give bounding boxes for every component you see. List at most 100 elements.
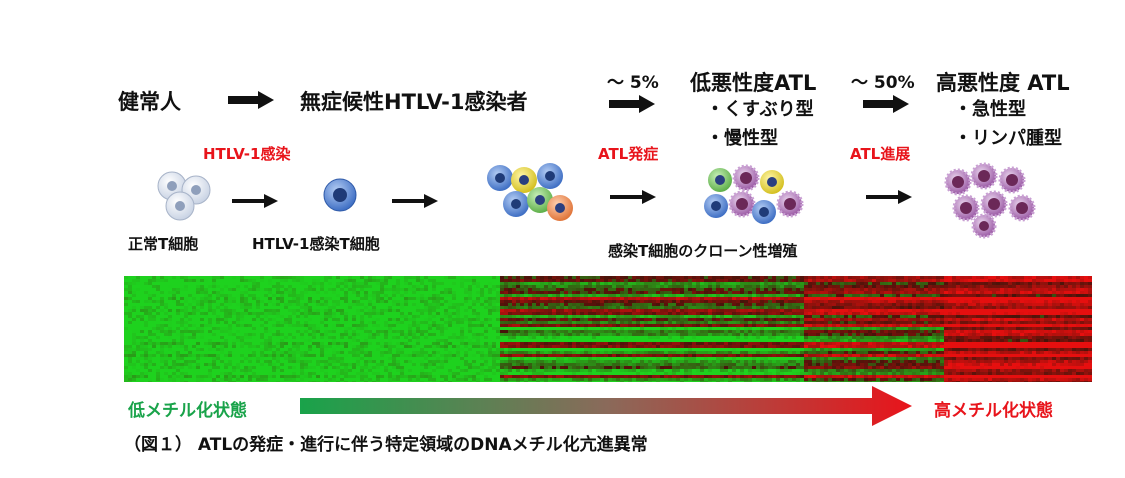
heatmap-cell — [396, 309, 401, 313]
heatmap-cell — [472, 279, 477, 283]
heatmap-cell — [308, 285, 313, 289]
heatmap-cell — [124, 333, 129, 337]
heatmap-cell — [360, 285, 365, 289]
heatmap-cell — [264, 324, 269, 328]
heatmap-cell — [620, 315, 625, 319]
heatmap-cell — [900, 285, 905, 289]
heatmap-cell — [228, 312, 233, 316]
heatmap-cell — [244, 303, 249, 307]
heatmap-cell — [332, 288, 337, 292]
heatmap-cell — [184, 315, 189, 319]
heatmap-cell — [628, 306, 633, 310]
heatmap-cell — [644, 312, 649, 316]
heatmap-cell — [452, 279, 457, 283]
heatmap-cell — [228, 324, 233, 328]
heatmap-cell — [228, 300, 233, 304]
heatmap-cell — [908, 282, 913, 286]
heatmap-cell — [820, 291, 825, 295]
heatmap-cell — [192, 324, 197, 328]
heatmap-cell — [640, 333, 645, 337]
heatmap-cell — [372, 285, 377, 289]
heatmap-cell — [300, 306, 305, 310]
fat-arrow-icon — [863, 95, 909, 113]
heatmap-cell — [292, 282, 297, 286]
heatmap-cell — [608, 318, 613, 322]
heatmap-cell — [880, 300, 885, 304]
heatmap-cell — [236, 327, 241, 331]
heatmap-cell — [484, 315, 489, 319]
heatmap-cell — [1076, 291, 1081, 295]
heatmap-cell — [644, 333, 649, 337]
heatmap-cell — [808, 279, 813, 283]
heatmap-cell — [432, 324, 437, 328]
heatmap-cell — [976, 318, 981, 322]
heatmap-cell — [572, 300, 577, 304]
heatmap-cell — [200, 303, 205, 307]
heatmap-cell — [232, 279, 237, 283]
heatmap-cell — [912, 333, 917, 337]
heatmap-cell — [536, 306, 541, 310]
heatmap-cell — [192, 300, 197, 304]
heatmap-cell — [552, 309, 557, 313]
heatmap-cell — [532, 330, 537, 334]
heatmap-cell — [992, 318, 997, 322]
heatmap-cell — [520, 300, 525, 304]
heatmap-cell — [232, 309, 237, 313]
heatmap-cell — [612, 309, 617, 313]
heatmap-cell — [396, 282, 401, 286]
heatmap-cell — [912, 330, 917, 334]
heatmap-cell — [152, 303, 157, 307]
heatmap-cell — [720, 312, 725, 316]
heatmap-cell — [416, 321, 421, 325]
heatmap-cell — [148, 282, 153, 286]
heatmap-cell — [1076, 324, 1081, 328]
heatmap-cell — [368, 330, 373, 334]
heatmap-cell — [356, 303, 361, 307]
heatmap-cell — [408, 285, 413, 289]
heatmap-cell — [204, 327, 209, 331]
heatmap-cell — [772, 276, 777, 280]
heatmap-cell — [580, 333, 585, 337]
heatmap-cell — [364, 306, 369, 310]
heatmap-cell — [392, 321, 397, 325]
heatmap-cell — [220, 279, 225, 283]
heatmap-cell — [328, 318, 333, 322]
heatmap-cell — [1004, 330, 1009, 334]
heatmap-cell — [296, 333, 301, 337]
heatmap-cell — [860, 285, 865, 289]
heatmap-cell — [652, 282, 657, 286]
heatmap-cell — [400, 294, 405, 298]
heatmap-cell — [452, 282, 457, 286]
heatmap-cell — [504, 279, 509, 283]
heatmap-cell — [604, 324, 609, 328]
heatmap-cell — [256, 306, 261, 310]
heatmap-cell — [972, 276, 977, 280]
heatmap-cell — [216, 288, 221, 292]
heatmap-cell — [856, 300, 861, 304]
heatmap-cell — [572, 318, 577, 322]
heatmap-cell — [720, 291, 725, 295]
heatmap-cell — [740, 315, 745, 319]
heatmap-cell — [620, 303, 625, 307]
heatmap-cell — [496, 282, 501, 286]
heatmap-cell — [568, 285, 573, 289]
heatmap-cell — [248, 318, 253, 322]
heatmap-cell — [436, 318, 441, 322]
heatmap-cell — [744, 321, 749, 325]
heatmap-cell — [804, 279, 809, 283]
heatmap-cell — [900, 297, 905, 301]
heatmap-cell — [804, 309, 809, 313]
heatmap-cell — [824, 330, 829, 334]
heatmap-cell — [244, 300, 249, 304]
heatmap-cell — [760, 297, 765, 301]
heatmap-cell — [216, 300, 221, 304]
heatmap-cell — [1076, 276, 1081, 280]
heatmap-cell — [636, 333, 641, 337]
heatmap-cell — [600, 294, 605, 298]
heatmap-cell — [988, 315, 993, 319]
heatmap-cell — [936, 333, 941, 337]
heatmap-cell — [384, 279, 389, 283]
heatmap-cell — [960, 291, 965, 295]
heatmap-cell — [532, 309, 537, 313]
heatmap-cell — [972, 306, 977, 310]
